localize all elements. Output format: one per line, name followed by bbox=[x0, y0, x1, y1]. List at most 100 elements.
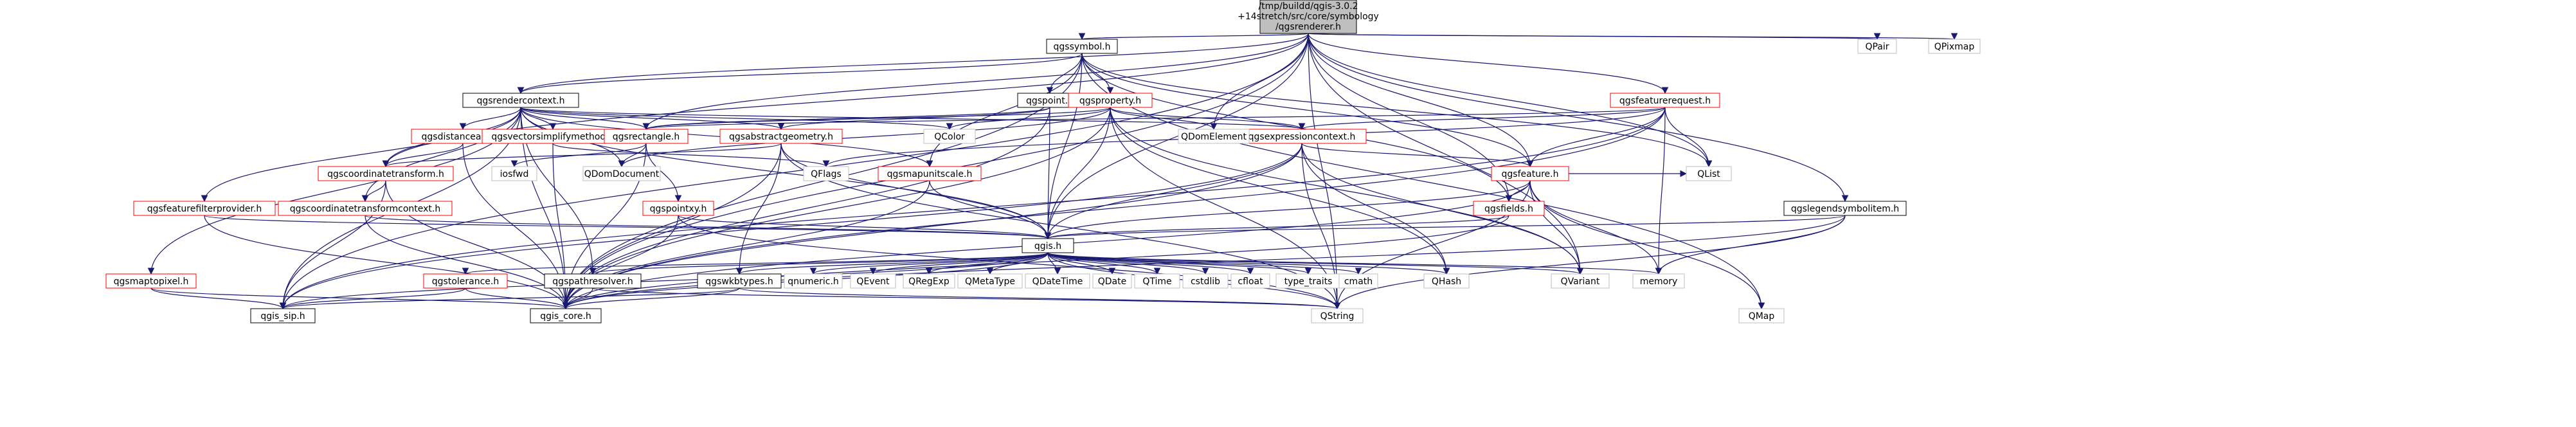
edge-qgswkbtypes-to-qgis_core bbox=[562, 287, 740, 310]
node-box-qdomdocument bbox=[582, 166, 661, 181]
edge-qgis-to-qtime bbox=[1047, 252, 1161, 275]
edge-qgscoordinatetransformcontext-to-qgis_core bbox=[365, 215, 570, 310]
node-label-qgsabstractgeometry: qgsabstractgeometry.h bbox=[729, 132, 833, 142]
node-label-qgsfeaturerequest: qgsfeaturerequest.h bbox=[1619, 96, 1711, 106]
edge-qgssymbol-to-qgspoint bbox=[1046, 53, 1083, 95]
node-qgspathresolver[interactable]: qgspathresolver.h bbox=[544, 273, 642, 289]
edge-qgssymbol-to-qgis bbox=[1044, 53, 1083, 240]
node-box-qhash bbox=[1423, 273, 1470, 289]
node-label-cfloat: cfloat bbox=[1238, 277, 1263, 287]
edge-qgis-to-qgstolerance bbox=[462, 252, 1049, 275]
edge-qgsproperty-to-qgsexpressioncontext bbox=[1110, 107, 1306, 131]
node-label-qgscoordinatetransformcontext: qgscoordinatetransformcontext.h bbox=[290, 204, 440, 214]
node-box-cfloat bbox=[1230, 273, 1270, 289]
node-qgis[interactable]: qgis.h bbox=[1022, 238, 1074, 253]
node-box-qgspathresolver bbox=[544, 273, 642, 289]
edge-qgsrenderer-to-qlist bbox=[1308, 33, 1713, 168]
node-qgspointxy[interactable]: qgspointxy.h bbox=[642, 201, 714, 216]
node-box-cmath bbox=[1338, 273, 1378, 289]
node-box-qdomelement bbox=[1178, 129, 1250, 144]
node-label-qgsmaptopixel: qgsmaptopixel.h bbox=[114, 277, 189, 287]
edge-qgsproperty-to-qcolor bbox=[946, 107, 1111, 131]
node-qgstolerance[interactable]: qgstolerance.h bbox=[423, 273, 508, 289]
edge-qgsrendercontext-to-qgscoordinatetransformcontext bbox=[361, 107, 521, 203]
node-qgsmapunitscale[interactable]: qgsmapunitscale.h bbox=[878, 166, 982, 181]
edge-qgslegendsymbolitem-to-qstring bbox=[1333, 215, 1846, 310]
node-qdate: QDate bbox=[1092, 273, 1132, 289]
edge-qgsmapunitscale-to-qgis bbox=[929, 180, 1052, 240]
edge-qgsabstractgeometry-to-qgis bbox=[780, 143, 1052, 240]
node-qnumeric: qnumeric.h bbox=[784, 273, 843, 289]
node-qgspoint[interactable]: qgspoint.h bbox=[1017, 93, 1083, 108]
node-box-cstdlib bbox=[1182, 273, 1229, 289]
node-qgsvectorsimplifymethod[interactable]: qgsvectorsimplifymethod.h bbox=[482, 129, 624, 144]
node-type_traits: type_traits bbox=[1275, 273, 1341, 289]
node-qtime: QTime bbox=[1134, 273, 1180, 289]
edge-qgsrectangle-to-qdomdocument bbox=[618, 143, 647, 168]
edge-qgsfeaturerequest-to-qgsrectangle bbox=[643, 107, 1666, 131]
node-qgsfeature[interactable]: qgsfeature.h bbox=[1491, 166, 1569, 181]
edge-qgsrendercontext-to-qgsabstractgeometry bbox=[520, 107, 785, 131]
edge-qgsproperty-to-qgis_core bbox=[562, 107, 1111, 310]
node-label-qmap: QMap bbox=[1749, 311, 1775, 322]
node-qgscoordinatetransform[interactable]: qgscoordinatetransform.h bbox=[318, 166, 454, 181]
node-qgsabstractgeometry[interactable]: qgsabstractgeometry.h bbox=[719, 129, 843, 144]
node-box-qgswkbtypes bbox=[697, 273, 782, 289]
node-qpixmap: QPixmap bbox=[1928, 39, 1981, 54]
edge-qgis-to-qgspathresolver bbox=[590, 252, 1049, 275]
edge-qgsrenderer-to-qdomelement bbox=[1210, 33, 1309, 131]
edge-qgis-to-qevent bbox=[869, 252, 1049, 275]
node-box-qpixmap bbox=[1928, 39, 1981, 54]
node-cstdlib: cstdlib bbox=[1182, 273, 1229, 289]
node-label-qgsproperty: qgsproperty.h bbox=[1079, 96, 1141, 106]
edge-qgis-to-qgswkbtypes bbox=[735, 252, 1049, 275]
node-box-qgssymbol bbox=[1046, 39, 1118, 54]
node-qgsrendercontext[interactable]: qgsrendercontext.h bbox=[462, 93, 579, 108]
edge-qgsrenderer-to-qpixmap bbox=[1308, 32, 1957, 41]
node-qgsfeaturerequest[interactable]: qgsfeaturerequest.h bbox=[1610, 93, 1720, 108]
node-label-qgsexpressioncontext: qgsexpressioncontext.h bbox=[1248, 132, 1356, 142]
node-box-iosfwd bbox=[491, 166, 537, 181]
node-qgsfeaturefilterprovider[interactable]: qgsfeaturefilterprovider.h bbox=[133, 201, 276, 216]
node-qgsfields[interactable]: qgsfields.h bbox=[1473, 201, 1545, 216]
edge-qgssymbol-to-qgsfields bbox=[1081, 53, 1513, 203]
node-label-qgsvectorsimplifymethod: qgsvectorsimplifymethod.h bbox=[491, 132, 614, 142]
node-qgsmaptopixel[interactable]: qgsmaptopixel.h bbox=[105, 273, 197, 289]
edge-qgsrenderer-to-qgsrendercontext bbox=[517, 33, 1309, 95]
node-qvariant: QVariant bbox=[1551, 273, 1610, 289]
node-qgsproperty[interactable]: qgsproperty.h bbox=[1068, 93, 1153, 108]
node-qgis_core[interactable]: qgis_core.h bbox=[530, 308, 602, 323]
node-box-qtime bbox=[1134, 273, 1180, 289]
node-qmap: QMap bbox=[1738, 308, 1785, 323]
node-qgssymbol[interactable]: qgssymbol.h bbox=[1046, 39, 1118, 54]
node-qdomelement: QDomElement bbox=[1178, 129, 1250, 144]
node-qlist: QList bbox=[1686, 166, 1732, 181]
edge-qgis-to-cmath bbox=[1047, 252, 1362, 275]
edge-qgslegendsymbolitem-to-memory bbox=[1655, 215, 1846, 275]
node-label-qpixmap: QPixmap bbox=[1934, 42, 1975, 52]
node-box-memory bbox=[1632, 273, 1685, 289]
edge-qgsrendercontext-to-qgsvectorsimplifymethod bbox=[520, 107, 557, 131]
edge-qgsfields-to-qgis_core bbox=[562, 215, 1509, 310]
node-qgis_sip[interactable]: qgis_sip.h bbox=[250, 308, 316, 323]
node-label-qtime: QTime bbox=[1142, 277, 1171, 287]
node-qgsrectangle[interactable]: qgsrectangle.h bbox=[604, 129, 689, 144]
node-label-memory: memory bbox=[1640, 277, 1678, 287]
node-label-qgsfeature: qgsfeature.h bbox=[1502, 169, 1559, 179]
node-qgswkbtypes[interactable]: qgswkbtypes.h bbox=[697, 273, 782, 289]
node-label-qgis_sip: qgis_sip.h bbox=[260, 311, 305, 322]
node-qgsrenderer[interactable]: /tmp/buildd/qgis-3.0.2+14stretch/src/cor… bbox=[1238, 0, 1379, 34]
edge-qgsvectorsimplifymethod-to-qflags bbox=[552, 143, 830, 168]
node-qgslegendsymbolitem[interactable]: qgslegendsymbolitem.h bbox=[1783, 201, 1907, 216]
node-qregexp: QRegExp bbox=[903, 273, 955, 289]
edge-qgsfeaturerequest-to-memory bbox=[1655, 107, 1666, 275]
node-box-qflags bbox=[803, 166, 849, 181]
node-box-qgsproperty bbox=[1068, 93, 1153, 108]
edge-qgsmaptopixel-to-qgis_sip bbox=[150, 287, 287, 310]
node-qgscoordinatetransformcontext[interactable]: qgscoordinatetransformcontext.h bbox=[278, 201, 453, 216]
node-qgsexpressioncontext[interactable]: qgsexpressioncontext.h bbox=[1237, 129, 1367, 144]
node-label-qgslegendsymbolitem: qgslegendsymbolitem.h bbox=[1791, 204, 1899, 214]
node-box-qdatetime bbox=[1025, 273, 1090, 289]
node-box-qgsrendercontext bbox=[462, 93, 579, 108]
node-label-qflags: QFlags bbox=[811, 169, 842, 179]
